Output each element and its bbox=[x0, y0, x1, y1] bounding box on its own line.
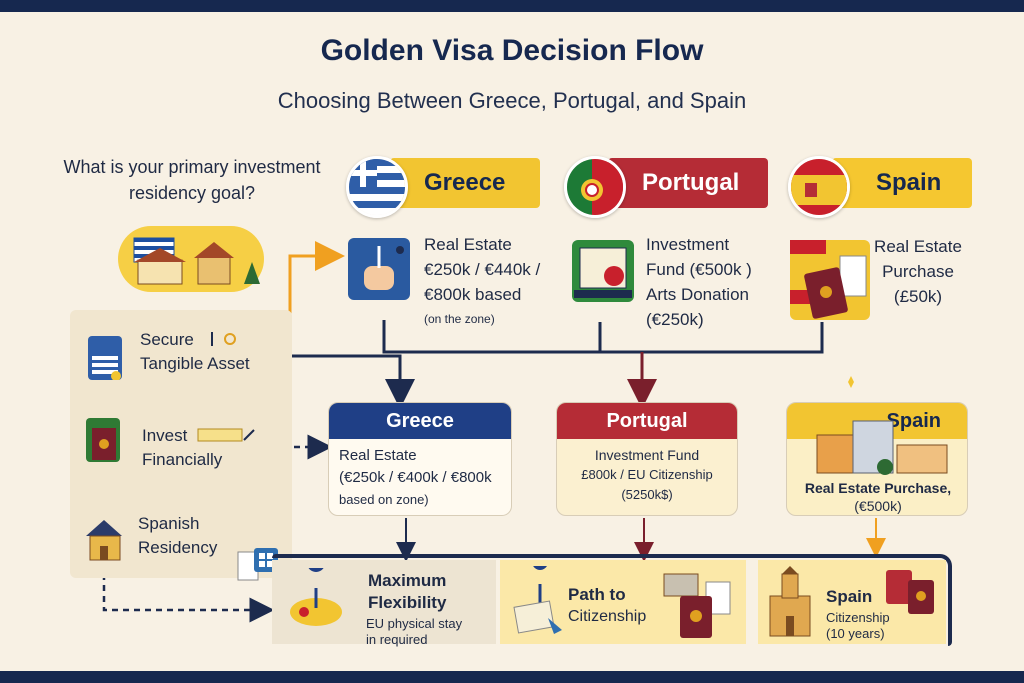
option-label-line1: Secure bbox=[140, 330, 194, 349]
spain-option-box[interactable]: Spain Real Estate Purchase, (€500k) bbox=[786, 402, 968, 516]
detail-line: Purchase bbox=[882, 262, 954, 281]
bottom-border bbox=[0, 671, 1024, 683]
location-pin-icon bbox=[508, 554, 568, 640]
outcome-sub: EU physical stay in required bbox=[366, 616, 462, 648]
banknote-icon bbox=[196, 426, 256, 444]
box-body: Investment Fund £800k / EU Citizenship (… bbox=[557, 439, 737, 511]
option-label-line1: Spanish bbox=[138, 514, 200, 533]
box-line: (5250k$) bbox=[621, 487, 673, 502]
title-line: Path to bbox=[568, 585, 626, 604]
box-line: Real Estate Purchase, bbox=[804, 480, 952, 496]
page-subtitle: Choosing Between Greece, Portugal, and S… bbox=[277, 88, 747, 113]
portugal-flag-icon bbox=[564, 156, 626, 218]
detail-line: Real Estate bbox=[424, 235, 512, 254]
passport-stack-icon bbox=[660, 568, 740, 642]
house-illustration bbox=[118, 226, 264, 292]
option-label-line2: Residency bbox=[138, 538, 218, 557]
option-label-line2: Financially bbox=[142, 450, 223, 469]
box-title: Portugal bbox=[557, 403, 737, 439]
sub-line: in required bbox=[366, 632, 428, 647]
box-line: (€500k) bbox=[854, 498, 902, 514]
detail-line: Fund (€500k ) bbox=[646, 260, 752, 279]
key-icon bbox=[210, 330, 240, 348]
option-secure-asset[interactable]: Secure Tangible Asset bbox=[140, 328, 250, 376]
box-title: Greece bbox=[329, 403, 511, 439]
country-header-greece[interactable]: Greece bbox=[346, 156, 546, 218]
detail-line: €800k based bbox=[424, 285, 522, 304]
sub-line: EU physical stay bbox=[366, 616, 463, 631]
outcome-sub: Citizenship (10 years) bbox=[826, 610, 890, 642]
outcome-spain[interactable]: Spain Citizenship (10 years) bbox=[758, 560, 946, 644]
greece-flag-icon bbox=[346, 156, 408, 218]
box-body: Real Estate Purchase, (€500k) bbox=[787, 473, 967, 515]
portugal-detail: Investment Fund (€500k ) Arts Donation (… bbox=[646, 232, 752, 332]
outcome-citizenship[interactable]: Path to Citizenship bbox=[500, 554, 746, 644]
outcome-band bbox=[272, 554, 952, 646]
box-line: £800k / EU Citizenship bbox=[581, 467, 713, 482]
box-line: Real Estate bbox=[339, 447, 417, 464]
detail-line: (€250k) bbox=[646, 310, 704, 329]
passport-icon bbox=[86, 418, 120, 462]
spain-detail: Real Estate Purchase (£50k) bbox=[870, 234, 966, 309]
detail-line: Investment bbox=[646, 235, 730, 254]
handshake-icon bbox=[348, 238, 410, 300]
outcome-flexibility[interactable]: Maximum Flexibility EU physical stay in … bbox=[272, 554, 496, 647]
detail-note: (on the zone) bbox=[424, 312, 495, 326]
cathedral-icon bbox=[762, 566, 818, 640]
box-line: Investment Fund bbox=[594, 447, 700, 463]
country-header-portugal[interactable]: Portugal bbox=[564, 156, 774, 218]
country-name-greece: Greece bbox=[390, 158, 540, 208]
sub-line: Citizenship bbox=[826, 610, 890, 625]
title-line: Citizenship bbox=[568, 608, 647, 625]
sub-line: (10 years) bbox=[826, 626, 885, 641]
spanish-house-icon bbox=[84, 514, 122, 561]
option-label-line1: Invest bbox=[142, 426, 188, 445]
option-label-line2: Tangible Asset bbox=[140, 354, 250, 373]
detail-line: (£50k) bbox=[893, 287, 943, 306]
villa-icon bbox=[813, 415, 948, 475]
greece-detail: Real Estate €250k / €440k / €800k based … bbox=[424, 232, 540, 332]
country-name-spain: Spain bbox=[832, 158, 972, 208]
box-line: (€250k / €400k / €800k bbox=[339, 469, 492, 486]
option-invest-financially[interactable]: Invest Financially bbox=[142, 424, 222, 472]
country-header-spain[interactable]: Spain bbox=[788, 156, 988, 218]
detail-line: Real Estate bbox=[874, 237, 962, 256]
page-title: Golden Visa Decision Flow bbox=[320, 34, 704, 67]
title-line: Maximum bbox=[368, 571, 447, 590]
box-body: Real Estate (€250k / €400k / €800k based… bbox=[329, 439, 511, 515]
map-pin-icon bbox=[286, 554, 346, 632]
certificate-icon bbox=[572, 240, 634, 302]
outcome-title: Path to bbox=[568, 584, 626, 606]
detail-line: €250k / €440k / bbox=[424, 260, 541, 279]
option-spanish-residency[interactable]: Spanish Residency bbox=[138, 512, 217, 560]
detail-line: Arts Donation bbox=[646, 285, 749, 304]
passport-icon bbox=[790, 240, 870, 320]
outcome-title: Spain bbox=[826, 587, 873, 606]
spain-flag-icon bbox=[788, 156, 850, 218]
portugal-option-box[interactable]: Portugal Investment Fund £800k / EU Citi… bbox=[556, 402, 738, 516]
passport-pair-icon bbox=[882, 566, 942, 622]
country-name-portugal: Portugal bbox=[608, 158, 768, 208]
title-line: Flexibility bbox=[368, 593, 447, 612]
outcome-title: Maximum Flexibility bbox=[368, 570, 446, 614]
greece-option-box[interactable]: Greece Real Estate (€250k / €400k / €800… bbox=[328, 402, 512, 516]
greek-flag-icon bbox=[88, 336, 122, 381]
box-note: based on zone) bbox=[339, 492, 429, 507]
question-text: What is your primary investment residenc… bbox=[63, 157, 321, 203]
top-border bbox=[0, 0, 1024, 12]
